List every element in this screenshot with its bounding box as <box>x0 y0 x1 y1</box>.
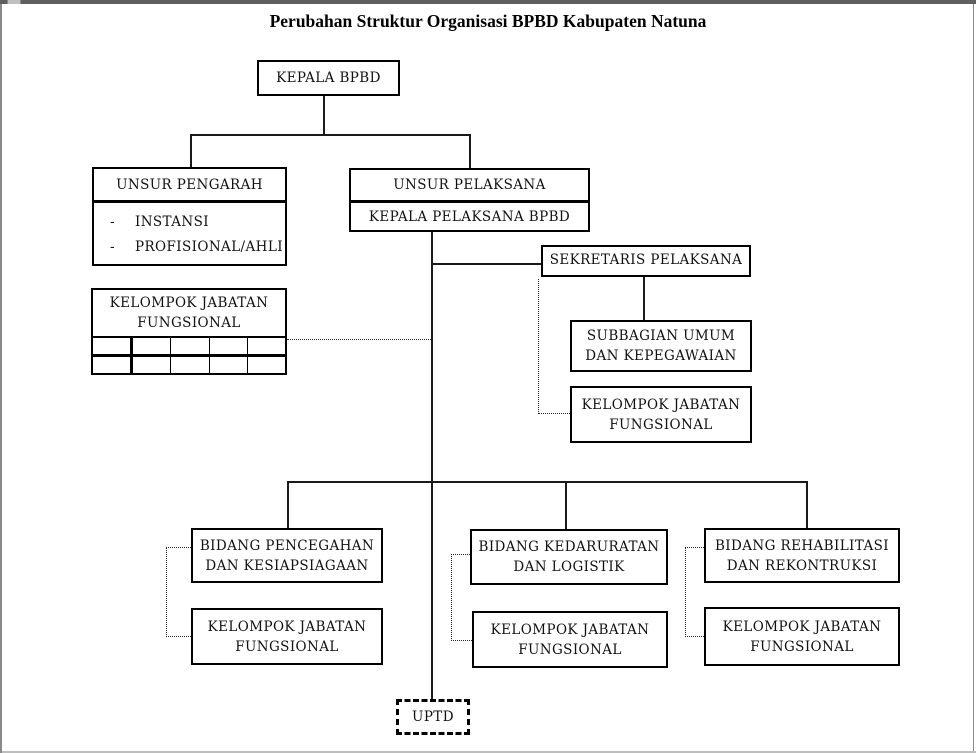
grid-row <box>93 338 285 357</box>
connector-to-sekretaris <box>432 263 541 265</box>
node-label: SEKRETARIS PELAKSANA <box>549 252 743 268</box>
node-kelompok-jabatan-pencegahan: KELOMPOK JABATAN FUNGSIONAL <box>191 608 383 665</box>
connector-to-bidang-kedaruratan <box>565 481 567 529</box>
node-header: UNSUR PELAKSANA <box>351 170 588 203</box>
node-label-line1: BIDANG PENCEGAHAN <box>199 537 375 554</box>
dotted-sekretaris-vertical <box>538 279 539 414</box>
node-label-line1: KELOMPOK JABATAN <box>722 618 882 635</box>
node-label-line1: SUBBAGIAN UMUM <box>586 328 736 344</box>
connector-to-bidang-rehabilitasi <box>806 481 808 528</box>
grid-cell <box>93 357 130 373</box>
dotted-kedaruratan-vertical <box>451 554 452 641</box>
connector-kepala-down <box>323 96 325 136</box>
dotted-sekretaris-to-kelompok <box>538 413 570 414</box>
dotted-rehabilitasi-stub-bottom <box>685 636 704 637</box>
node-label-line2: FUNGSIONAL <box>750 638 854 655</box>
dotted-pencegahan-vertical <box>166 547 167 637</box>
connector-bidang-branch <box>287 481 807 483</box>
node-kelompok-jabatan-rehabilitasi: KELOMPOK JABATAN FUNGSIONAL <box>704 607 900 666</box>
list-bullet: - <box>110 214 115 230</box>
node-sekretaris-pelaksana: SEKRETARIS PELAKSANA <box>541 245 751 277</box>
connector-top-split <box>190 134 471 136</box>
node-header: UNSUR PENGARAH <box>94 169 285 203</box>
node-unsur-pengarah: UNSUR PENGARAH - INSTANSI - PROFISIONAL/… <box>92 167 287 266</box>
node-subtitle: KEPALA PELAKSANA BPBD <box>368 209 571 225</box>
list-bullet: - <box>110 239 115 255</box>
node-kelompok-jabatan-sekretariat: KELOMPOK JABATAN FUNGSIONAL <box>570 386 752 443</box>
node-kelompok-jabatan-kedaruratan: KELOMPOK JABATAN FUNGSIONAL <box>472 611 668 668</box>
window-bottom-border <box>2 751 976 753</box>
list-item: - INSTANSI <box>110 210 285 235</box>
grid-cell <box>130 338 170 354</box>
node-label-line2: DAN KESIAPSIAGAAN <box>205 557 369 574</box>
node-label-line2: DAN REKONTRUKSI <box>726 557 878 574</box>
node-uptd: UPTD <box>396 699 470 735</box>
node-label-line2: DAN KEPEGAWAIAN <box>585 348 737 364</box>
grid-cell <box>170 357 208 373</box>
connector-to-bidang-pencegahan <box>287 481 289 528</box>
window-top-bar <box>0 0 976 4</box>
node-kepala-bpbd: KEPALA BPBD <box>257 60 400 96</box>
dotted-kedaruratan-stub-bottom <box>451 640 472 641</box>
dotted-rehabilitasi-vertical <box>685 547 686 637</box>
node-label-line2: FUNGSIONAL <box>235 638 339 655</box>
list-item-label: INSTANSI <box>134 214 209 230</box>
connector-to-unsur-pelaksana <box>469 134 471 168</box>
node-label-line1: KELOMPOK JABATAN <box>109 295 269 311</box>
dotted-rehabilitasi-stub-top <box>685 547 704 548</box>
grid-cell <box>208 338 247 354</box>
connector-to-subbagian <box>643 277 645 320</box>
node-subbagian-umum-kepegawaian: SUBBAGIAN UMUM DAN KEPEGAWAIAN <box>570 320 752 372</box>
grid-cell <box>170 338 208 354</box>
diagram-title: Perubahan Struktur Organisasi BPBD Kabup… <box>269 11 707 31</box>
grid-row <box>93 357 285 373</box>
node-bidang-pencegahan-kesiapsiagaan: BIDANG PENCEGAHAN DAN KESIAPSIAGAAN <box>191 528 383 583</box>
window-left-border <box>0 4 2 753</box>
node-label-line1: KELOMPOK JABATAN <box>490 621 650 638</box>
node-label: UPTD <box>412 709 454 725</box>
window-top-tab <box>7 0 21 4</box>
connector-to-unsur-pengarah <box>190 134 192 167</box>
node-label-line2: FUNGSIONAL <box>518 641 622 658</box>
grid-cell <box>246 338 285 354</box>
node-label-line2: DAN LOGISTIK <box>513 559 625 575</box>
node-label-line1: BIDANG KEDARURATAN <box>478 539 660 555</box>
node-label-line1: KELOMPOK JABATAN <box>581 396 741 413</box>
node-bidang-kedaruratan-logistik: BIDANG KEDARURATAN DAN LOGISTIK <box>470 529 668 585</box>
window-right-border <box>973 4 974 753</box>
node-label-line2: FUNGSIONAL <box>609 416 713 433</box>
grid-cell <box>246 357 285 373</box>
list-item-label: PROFISIONAL/AHLI <box>134 239 283 255</box>
dotted-kedaruratan-stub-top <box>451 554 470 555</box>
grid-cell <box>130 357 170 373</box>
grid-cell <box>208 357 247 373</box>
dotted-pencegahan-stub-bottom <box>166 636 191 637</box>
grid-cell <box>93 338 130 354</box>
kelompok-kiri-grid <box>91 338 287 375</box>
node-unsur-pelaksana: UNSUR PELAKSANA KEPALA PELAKSANA BPBD <box>349 168 590 232</box>
node-kelompok-jabatan-fungsional-kiri: KELOMPOK JABATAN FUNGSIONAL <box>91 288 287 338</box>
dotted-kelompok-kiri-to-trunk <box>287 339 431 340</box>
node-label-line2: FUNGSIONAL <box>137 315 241 331</box>
node-item-list: - INSTANSI - PROFISIONAL/AHLI <box>94 203 285 260</box>
node-label-line1: KELOMPOK JABATAN <box>207 618 367 635</box>
dotted-pencegahan-stub-top <box>166 547 191 548</box>
node-label-line1: BIDANG REHABILITASI <box>714 537 889 554</box>
list-item: - PROFISIONAL/AHLI <box>110 235 285 260</box>
connector-main-trunk <box>431 232 433 699</box>
node-bidang-rehabilitasi-rekontruksi: BIDANG REHABILITASI DAN REKONTRUKSI <box>704 528 900 583</box>
node-label: KEPALA BPBD <box>276 70 381 86</box>
